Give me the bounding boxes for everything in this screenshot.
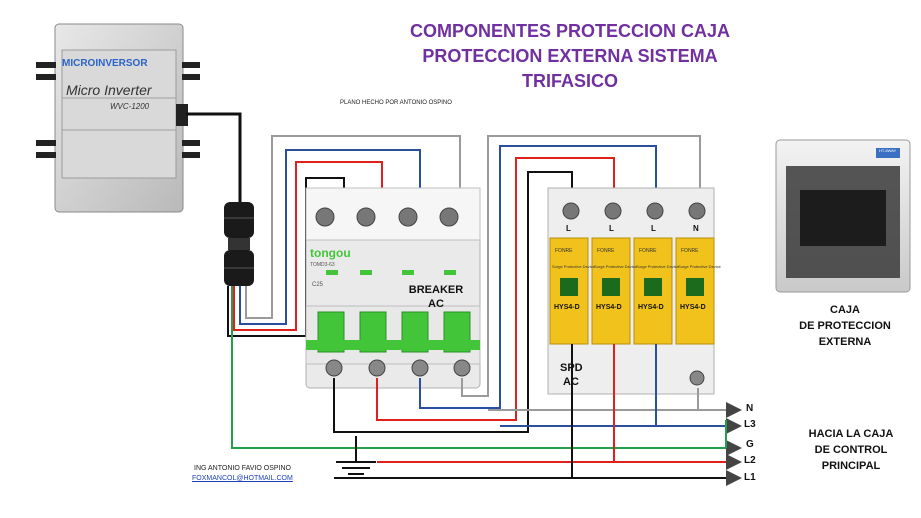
breaker-label-2: AC	[428, 298, 444, 310]
author-name: ING ANTONIO FAVIO OSPINO	[194, 465, 291, 472]
protection-box	[775, 139, 911, 293]
spd-model-3: HYS4-D	[638, 304, 664, 311]
destination-line-2: DE CONTROL	[814, 444, 888, 456]
microinverter	[36, 23, 200, 213]
output-bus	[232, 344, 742, 486]
line-label-n: N	[746, 403, 754, 414]
destination-line-1: HACIA LA CAJA	[808, 428, 894, 440]
microinverter-name: Micro Inverter	[66, 82, 152, 98]
title-line-2: PROTECCION EXTERNA SISTEMA	[422, 46, 718, 66]
spd-label-2: AC	[563, 376, 579, 388]
microinverter-model: WVC-1200	[110, 102, 150, 111]
breaker-model: TOMD3-63	[310, 262, 335, 268]
destination-line-3: PRINCIPAL	[821, 460, 881, 472]
spd-screws	[562, 202, 706, 386]
breaker-label-1: BREAKER	[408, 284, 464, 296]
line-label-l1: L1	[744, 472, 756, 483]
box-label-3: EXTERNA	[818, 336, 872, 348]
spd-model-2: HYS4-D	[596, 304, 622, 311]
spd-brand-4: FONRE	[681, 248, 699, 254]
breaker-screws-bottom	[325, 359, 471, 377]
spd-body	[547, 187, 715, 395]
spd-brand-3: FONRE	[639, 248, 657, 254]
title-line-1: COMPONENTES PROTECCION CAJA	[409, 21, 731, 41]
title-line-3: TRIFASICO	[521, 71, 618, 91]
spd-caption-1: Surge Protective Device	[552, 264, 595, 269]
breaker-screws-top	[315, 207, 459, 227]
microinverter-brand: MICROINVERSOR	[62, 58, 148, 69]
spd-terminal-2: L	[609, 224, 614, 233]
spd-model-1: HYS4-D	[554, 304, 580, 311]
plan-credit: PLANO HECHO POR ANTONIO OSPINO	[340, 100, 452, 106]
spd-brand-2: FONRE	[597, 248, 615, 254]
breaker-body	[305, 187, 481, 389]
spd-caption-3: Surge Protective Device	[636, 264, 679, 269]
breaker-rating: C25	[312, 282, 324, 288]
line-label-l2: L2	[744, 455, 756, 466]
line-label-g: G	[746, 439, 754, 450]
spd-brand-1: FONRE	[555, 248, 573, 254]
wires-breaker-to-spd	[333, 135, 701, 433]
line-label-l3: L3	[744, 419, 756, 430]
spd-terminal-4: N	[693, 224, 699, 233]
spd-terminal-3: L	[651, 224, 656, 233]
breaker-brand: tongou	[310, 246, 351, 260]
spd-caption-2: Surge Protective Device	[594, 264, 637, 269]
ac-cable	[186, 112, 254, 286]
box-tag: HT-6WAY	[879, 148, 897, 153]
spd-caption-4: Surge Protective Device	[678, 264, 721, 269]
spd-model-4: HYS4-D	[680, 304, 706, 311]
author-email[interactable]: FOXMANCOL@HOTMAIL.COM	[192, 475, 293, 482]
spd-label-1: SPD	[560, 362, 583, 374]
box-label-1: CAJA	[830, 304, 860, 316]
ground-symbol	[336, 436, 376, 475]
box-label-2: DE PROTECCION	[799, 320, 891, 332]
spd-terminal-1: L	[566, 224, 571, 233]
